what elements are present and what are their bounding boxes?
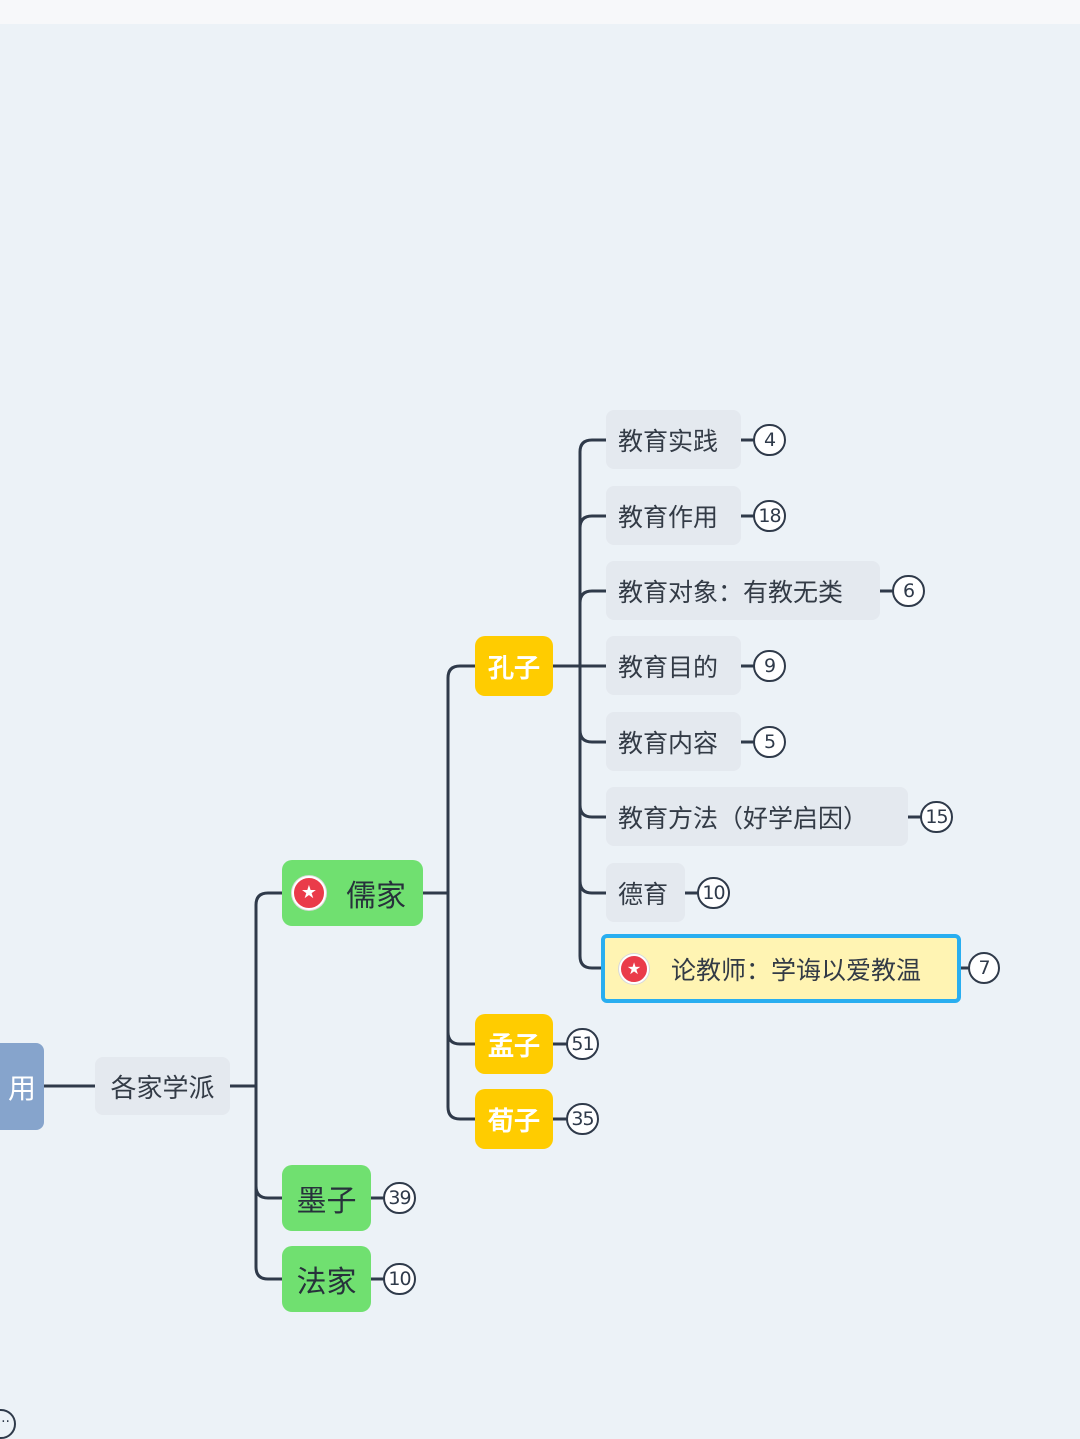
count-badge-fajia[interactable]: 10 — [383, 1263, 416, 1295]
count-badge[interactable]: 9 — [753, 650, 786, 682]
topic-label: 教育实践 — [618, 426, 719, 456]
topic-node[interactable]: 教育内容 — [606, 712, 741, 771]
star-icon: ★ — [292, 876, 326, 910]
school-label-mozi: 墨子 — [296, 1184, 357, 1219]
topic-label: 教育作用 — [618, 502, 719, 532]
root-label: 用 — [7, 1071, 36, 1105]
school-node-mozi[interactable]: 墨子 — [282, 1165, 371, 1231]
count-badge[interactable]: 15 — [920, 801, 953, 833]
topic-label: 教育内容 — [618, 728, 719, 758]
topic-node-selected[interactable]: ★ 论教师：学诲以爱教温 — [601, 934, 961, 1003]
top-bar — [0, 0, 1080, 24]
school-label-fajia: 法家 — [296, 1265, 357, 1300]
thinker-node-mengzi[interactable]: 孟子 — [475, 1014, 553, 1074]
count-badge[interactable]: 7 — [968, 952, 1000, 984]
school-label-rujia: 儒家 — [346, 879, 406, 914]
topic-node[interactable]: 教育作用 — [606, 486, 741, 545]
count-badge[interactable]: 6 — [892, 575, 925, 607]
thinker-node-kongzi[interactable]: 孔子 — [475, 636, 553, 696]
thinker-label-kongzi: 孔子 — [487, 653, 540, 684]
topic-node[interactable]: 教育实践 — [606, 410, 741, 469]
mindmap-canvas[interactable] — [0, 24, 1080, 1439]
count-badge-mozi[interactable]: 39 — [383, 1182, 416, 1214]
branch-node-schools[interactable]: 各家学派 — [95, 1057, 230, 1115]
count-badge-xunzi[interactable]: 35 — [566, 1103, 599, 1135]
branch-label: 各家学派 — [110, 1073, 215, 1104]
topic-node[interactable]: 教育方法（好学启因） — [606, 787, 908, 846]
topic-label: 教育对象：有教无类 — [618, 577, 844, 607]
topic-node[interactable]: 教育目的 — [606, 636, 741, 695]
count-badge[interactable]: 18 — [753, 500, 786, 532]
topic-node[interactable]: 德育 — [606, 863, 685, 922]
star-icon: ★ — [619, 953, 649, 984]
count-badge[interactable]: 10 — [697, 877, 730, 909]
topic-label: 教育目的 — [618, 652, 719, 682]
thinker-label-xunzi: 荀子 — [487, 1106, 540, 1137]
school-node-fajia[interactable]: 法家 — [282, 1246, 371, 1312]
topic-node[interactable]: 教育对象：有教无类 — [606, 561, 880, 620]
count-badge[interactable]: 5 — [753, 726, 786, 758]
thinker-label-mengzi: 孟子 — [487, 1031, 540, 1062]
count-badge[interactable]: 4 — [753, 424, 786, 456]
thinker-node-xunzi[interactable]: 荀子 — [475, 1089, 553, 1149]
count-badge-mengzi[interactable]: 51 — [566, 1028, 599, 1060]
topic-label: 论教师：学诲以爱教温 — [671, 955, 922, 985]
school-node-rujia[interactable]: ★ 儒家 — [282, 860, 423, 926]
root-node[interactable]: 用 — [0, 1043, 44, 1130]
topic-label: 德育 — [618, 879, 669, 909]
topic-label: 教育方法（好学启因） — [618, 803, 869, 833]
